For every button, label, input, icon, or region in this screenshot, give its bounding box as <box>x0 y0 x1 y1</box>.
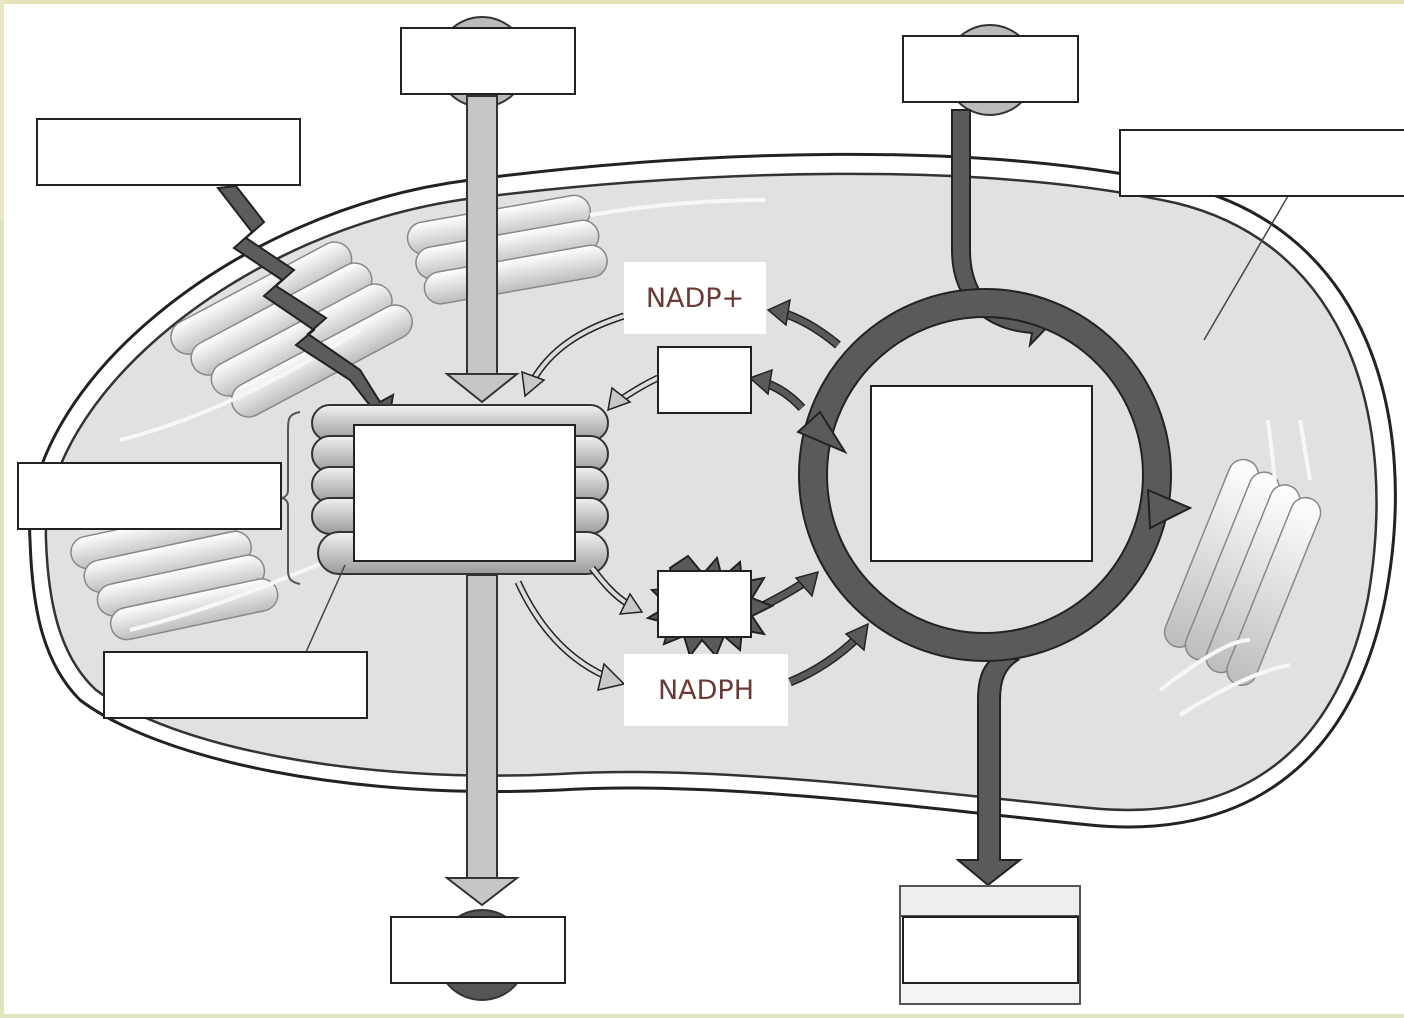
calvin-cycle-box[interactable] <box>870 385 1093 562</box>
water-arrow <box>444 95 520 404</box>
atp-label-box[interactable] <box>657 570 752 638</box>
nadp-plus-label: NADP+ <box>624 262 766 334</box>
stroma-lamellae <box>119 198 1312 717</box>
stroma-label-box[interactable] <box>1119 129 1404 197</box>
water-label-box[interactable] <box>400 27 576 95</box>
cycle-arrows <box>514 298 869 692</box>
thylakoid-pointer <box>305 564 346 653</box>
oxygen-arrow <box>444 574 520 907</box>
nadph-label: NADPH <box>624 654 788 726</box>
granum-label-box[interactable] <box>17 462 282 530</box>
light-label-box[interactable] <box>36 118 301 186</box>
sugar-label-box[interactable] <box>902 916 1079 984</box>
adp-label-box[interactable] <box>657 346 752 414</box>
nadph-text: NADPH <box>657 674 755 706</box>
calvin-cycle-ring <box>796 288 1193 662</box>
nadp-plus-text: NADP+ <box>645 282 745 314</box>
stroma-pointer <box>1203 195 1289 341</box>
granum-right <box>1163 458 1322 686</box>
thylakoid-label-box[interactable] <box>103 651 368 719</box>
light-reactions-box[interactable] <box>353 424 576 562</box>
sugar-arrow <box>955 653 1023 887</box>
oxygen-label-box[interactable] <box>390 916 566 984</box>
co2-label-box[interactable] <box>902 35 1079 103</box>
